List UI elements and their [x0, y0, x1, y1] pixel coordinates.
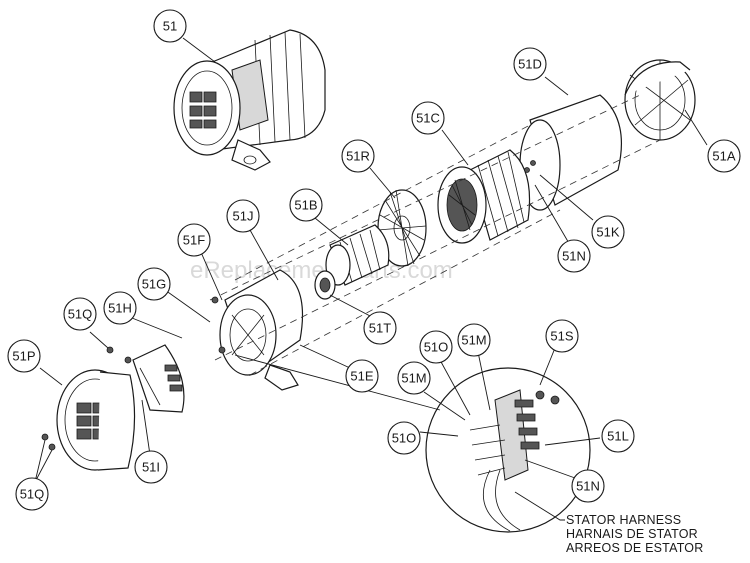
svg-text:51N: 51N	[576, 479, 600, 494]
fan-51R	[377, 189, 427, 267]
alignment-lines	[209, 94, 661, 376]
callout-51N-top[interactable]: 51N	[557, 239, 591, 273]
callout-51A[interactable]: 51A	[707, 139, 741, 173]
detail-leader	[234, 354, 441, 411]
svg-text:51A: 51A	[712, 149, 735, 164]
callout-balloons: 51 51D 51A 51C 51R 51K 51B 51N 51J 51F 5…	[7, 9, 741, 511]
callout-leaders	[34, 37, 708, 521]
svg-text:51F: 51F	[183, 233, 205, 248]
callout-51F[interactable]: 51F	[177, 223, 211, 257]
svg-text:51D: 51D	[518, 57, 542, 72]
callout-51J[interactable]: 51J	[226, 199, 260, 233]
harness-label-fr: HARNAIS DE STATOR	[566, 527, 698, 541]
svg-text:51J: 51J	[233, 209, 254, 224]
svg-text:51H: 51H	[108, 301, 132, 316]
screws	[41, 160, 536, 451]
callout-51M-low[interactable]: 51M	[397, 361, 431, 395]
svg-text:51I: 51I	[142, 460, 160, 475]
stator-harness-label: STATOR HARNESS HARNAIS DE STATOR ARREOS …	[566, 513, 703, 555]
svg-text:51Q: 51Q	[20, 487, 45, 502]
svg-text:51C: 51C	[416, 111, 440, 126]
callout-51P[interactable]: 51P	[7, 339, 41, 373]
callout-51R[interactable]: 51R	[341, 139, 375, 173]
svg-text:51E: 51E	[350, 369, 373, 384]
cover-tube-51D	[519, 94, 623, 211]
svg-text:51L: 51L	[607, 429, 629, 444]
end-bell-51A	[624, 59, 696, 141]
callout-51O-top[interactable]: 51O	[419, 330, 453, 364]
callout-51Q-top[interactable]: 51Q	[63, 297, 97, 331]
callout-51Q-low[interactable]: 51Q	[15, 477, 49, 511]
svg-text:51: 51	[163, 19, 177, 34]
callout-51O-low[interactable]: 51O	[387, 421, 421, 455]
stator-harness-detail	[425, 367, 591, 533]
svg-text:51O: 51O	[424, 340, 449, 355]
callout-51G[interactable]: 51G	[137, 267, 171, 301]
callout-51N-low[interactable]: 51N	[571, 469, 605, 503]
svg-text:51K: 51K	[596, 225, 619, 240]
callout-51[interactable]: 51	[153, 9, 187, 43]
stator-51C	[437, 149, 531, 244]
callout-51K[interactable]: 51K	[591, 215, 625, 249]
svg-text:51R: 51R	[346, 149, 370, 164]
callout-51C[interactable]: 51C	[411, 101, 445, 135]
svg-text:51M: 51M	[461, 333, 486, 348]
svg-text:51G: 51G	[142, 277, 167, 292]
svg-text:51B: 51B	[294, 198, 317, 213]
svg-text:51T: 51T	[369, 321, 391, 336]
callout-51I[interactable]: 51I	[134, 450, 168, 484]
callout-51H[interactable]: 51H	[103, 291, 137, 325]
callout-51S[interactable]: 51S	[545, 319, 579, 353]
svg-text:51Q: 51Q	[68, 307, 93, 322]
svg-text:51M: 51M	[401, 371, 426, 386]
brush-holder-51I	[132, 344, 185, 413]
callout-51T[interactable]: 51T	[363, 311, 397, 345]
callout-51L[interactable]: 51L	[601, 419, 635, 453]
callout-51M-top[interactable]: 51M	[457, 323, 491, 357]
callout-51D[interactable]: 51D	[513, 47, 547, 81]
callout-51E[interactable]: 51E	[345, 359, 379, 393]
svg-text:51O: 51O	[392, 431, 417, 446]
svg-text:51S: 51S	[550, 329, 573, 344]
end-cover-51P	[56, 369, 136, 471]
bearing-51T	[314, 270, 336, 300]
harness-label-en: STATOR HARNESS	[566, 513, 681, 527]
callout-51B[interactable]: 51B	[289, 188, 323, 222]
rear-housing-51E	[219, 269, 303, 391]
harness-label-es: ARREOS DE ESTATOR	[566, 541, 703, 555]
rotor-51B	[325, 224, 390, 286]
svg-text:51P: 51P	[12, 349, 35, 364]
svg-text:51N: 51N	[562, 249, 586, 264]
complete-generator-assembly	[173, 29, 326, 171]
